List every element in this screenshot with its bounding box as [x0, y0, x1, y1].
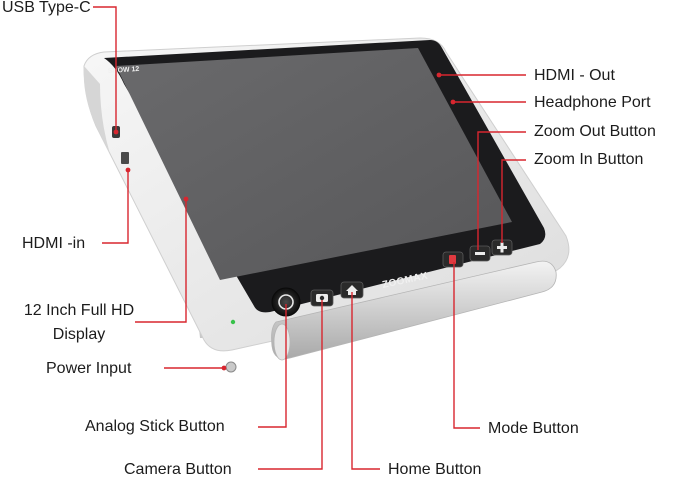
leader-lines — [93, 6, 526, 470]
label-usb-type-c: USB Type-C — [2, 0, 91, 16]
label-analog-stick-button: Analog Stick Button — [85, 418, 225, 435]
label-display-line1: 12 Inch Full HD — [23, 302, 135, 319]
stand-cylinder — [271, 260, 557, 360]
plus-icon-vertical — [500, 242, 504, 253]
leader-camera — [258, 300, 323, 470]
leader-analog-stick — [258, 304, 287, 428]
home-icon — [346, 285, 358, 295]
power-led-icon — [230, 319, 236, 325]
label-zoom-in-button: Zoom In Button — [534, 151, 644, 168]
model-badge: SNOW 12 — [108, 66, 140, 75]
leader-mode — [453, 262, 480, 429]
leader-hdmi-in — [102, 170, 129, 244]
leader-zoom-out — [477, 131, 526, 250]
label-home-button: Home Button — [388, 461, 482, 478]
hdmi-in-port — [121, 152, 129, 164]
leader-dots — [113, 72, 456, 371]
leader-zoom-in — [501, 159, 526, 243]
label-headphone-port: Headphone Port — [534, 94, 651, 111]
label-hdmi-in: HDMI -in — [22, 235, 86, 252]
camera-icon-lens — [319, 295, 325, 301]
label-camera-button: Camera Button — [124, 461, 232, 478]
stand-cylinder-end — [273, 323, 291, 361]
label-display-line2: Display — [52, 326, 106, 343]
power-input-port — [225, 361, 237, 373]
label-mode-button: Mode Button — [488, 420, 579, 437]
leader-home — [351, 292, 380, 470]
label-power-input: Power Input — [46, 360, 132, 377]
mode-icon — [449, 255, 456, 264]
leader-display — [135, 199, 187, 323]
device-side-edge — [83, 66, 110, 154]
label-zoom-out-button: Zoom Out Button — [534, 123, 656, 140]
minus-icon — [475, 252, 485, 255]
display-screen — [116, 48, 512, 280]
label-hdmi-out: HDMI - Out — [534, 67, 615, 84]
leader-usb-type-c — [93, 6, 117, 132]
